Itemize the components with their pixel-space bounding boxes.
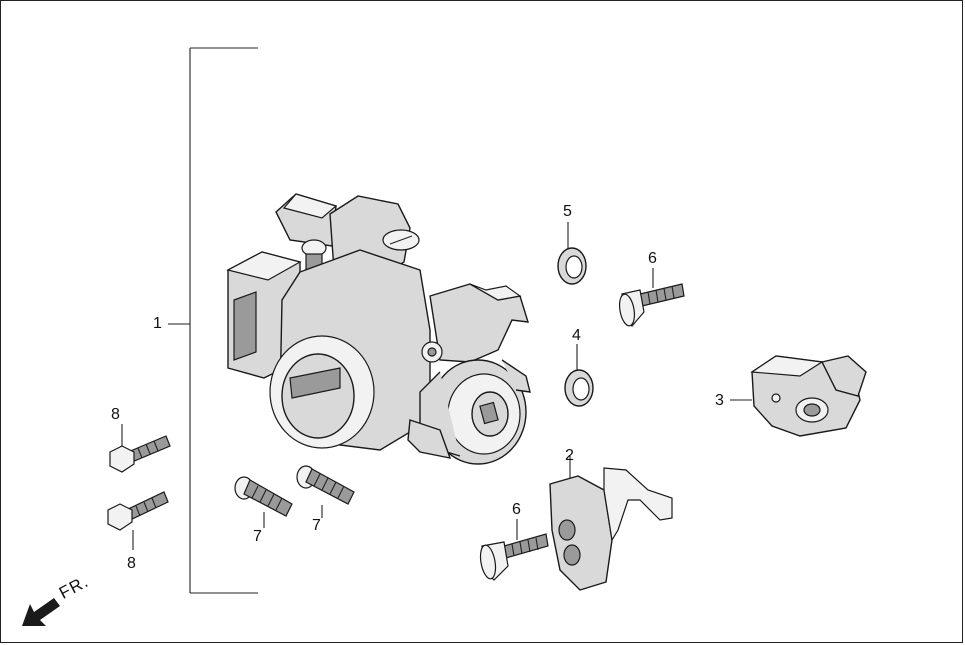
callout-8-lower: 8 <box>127 555 136 572</box>
part-7-bolt-right <box>296 465 355 505</box>
part-3-sensor <box>750 355 867 437</box>
part-6-screw-upper <box>618 283 685 327</box>
part-8-bolt-lower <box>107 491 169 531</box>
part-2-bracket <box>549 467 673 591</box>
group-bracket <box>168 47 258 594</box>
callout-5: 5 <box>563 203 572 220</box>
callout-7-right: 7 <box>312 517 321 534</box>
callout-1: 1 <box>153 315 162 332</box>
callout-2: 2 <box>565 447 574 464</box>
callout-4: 4 <box>572 327 581 344</box>
callout-3: 3 <box>715 392 724 409</box>
throttle-body <box>226 193 531 465</box>
part-4-ring <box>564 369 594 407</box>
callout-6-upper: 6 <box>648 250 657 267</box>
part-8-bolt-upper <box>109 435 171 473</box>
part-7-bolt-left <box>234 476 293 517</box>
callout-6-lower: 6 <box>512 501 521 518</box>
part-5-ring <box>557 247 587 285</box>
part-6-screw-lower <box>479 533 549 581</box>
front-arrow-icon <box>22 598 60 626</box>
leader-lines <box>121 222 752 550</box>
callout-7-left: 7 <box>253 528 262 545</box>
callout-8-upper: 8 <box>111 406 120 423</box>
